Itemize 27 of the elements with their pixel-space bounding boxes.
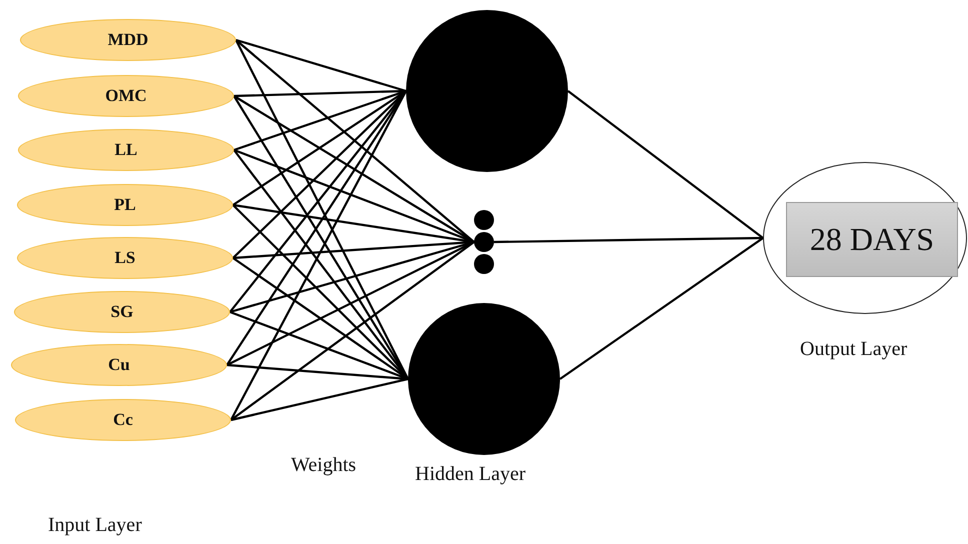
- ellipsis-dot: [474, 210, 494, 230]
- layer-caption: Hidden Layer: [415, 463, 526, 486]
- input-variable: OMC: [105, 86, 147, 106]
- input-variable: Cc: [113, 410, 133, 430]
- input-variable: PL: [114, 195, 136, 215]
- connection-line: [567, 90, 764, 239]
- output-value-box: [786, 202, 958, 277]
- input-variable: LL: [114, 140, 138, 160]
- connection-line: [230, 378, 408, 422]
- connection-line: [226, 364, 408, 380]
- layer-caption: Output Layer: [800, 338, 908, 361]
- connection-line: [235, 39, 475, 243]
- connection-line: [559, 237, 764, 380]
- ellipsis-dot: [474, 232, 494, 252]
- ellipsis-dot: [474, 254, 494, 274]
- layer-caption: Weights: [291, 454, 356, 477]
- connection-line: [230, 241, 475, 421]
- output-value: 28 DAYS: [810, 221, 934, 258]
- connection-line: [226, 241, 474, 366]
- input-variable: Cu: [108, 355, 130, 375]
- connection-line: [236, 38, 406, 92]
- input-variable: MDD: [108, 30, 148, 50]
- input-variable: SG: [110, 302, 134, 322]
- connection-line: [234, 90, 406, 98]
- layer-caption: Input Layer: [48, 514, 142, 537]
- input-variable: LS: [114, 248, 136, 268]
- connection-line: [494, 236, 764, 244]
